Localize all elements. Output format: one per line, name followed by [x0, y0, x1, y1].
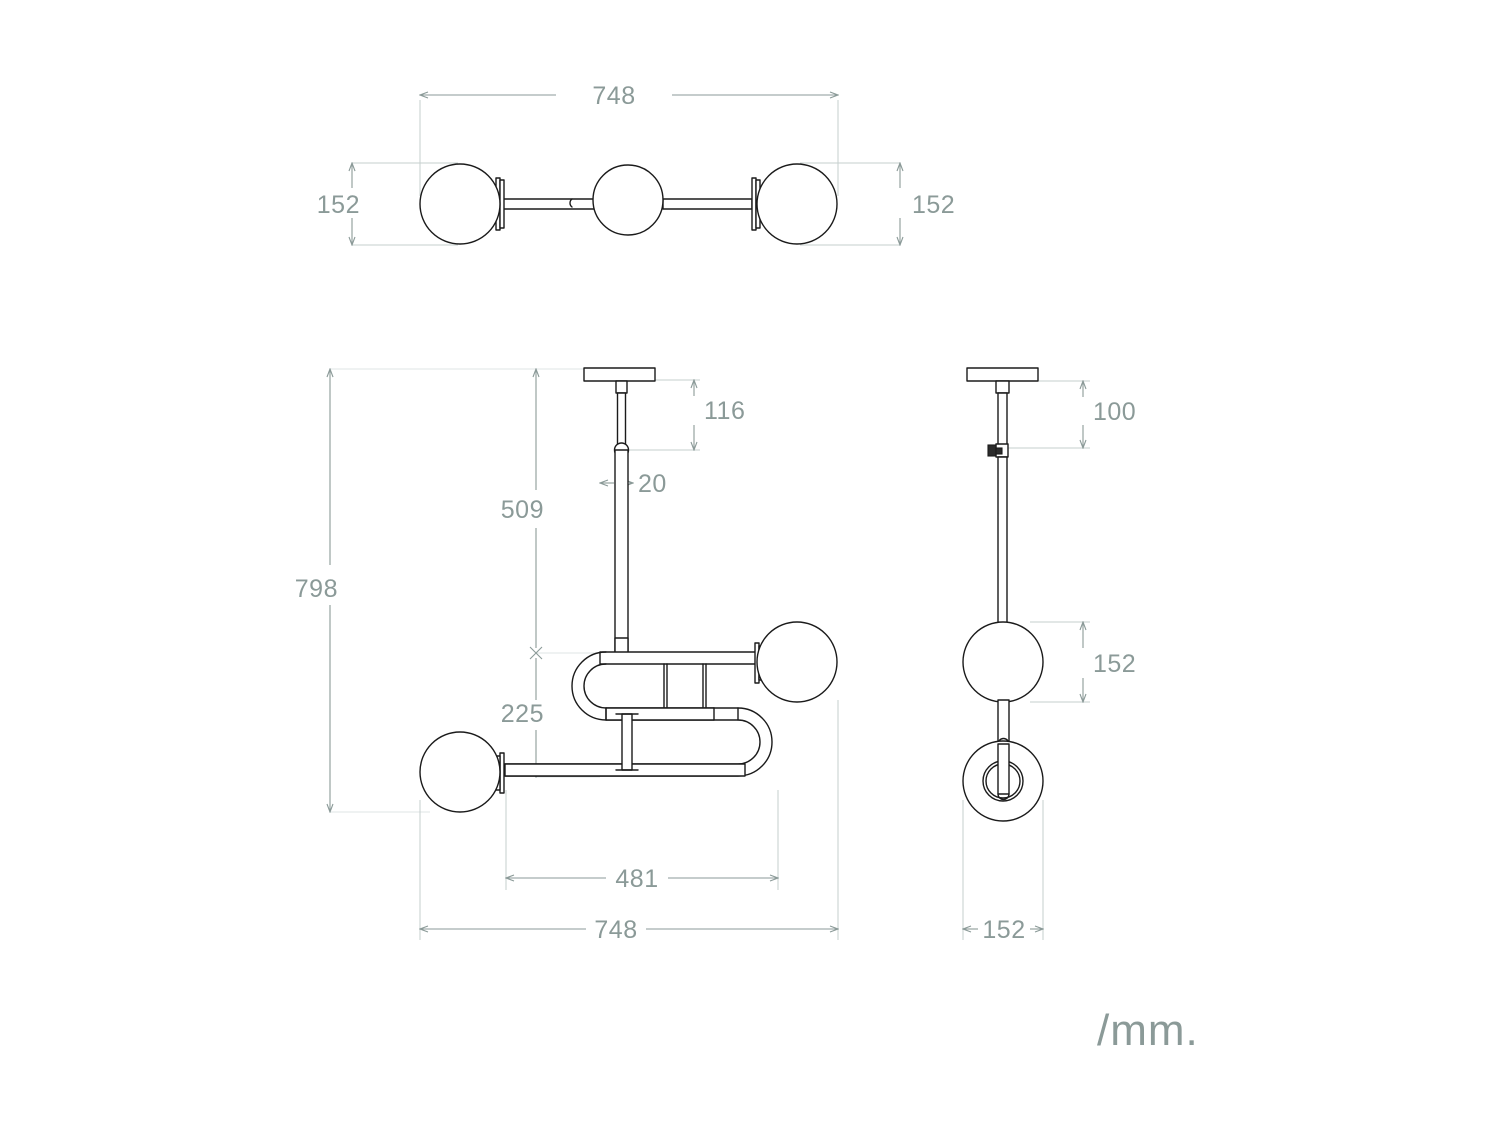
dim-label-side-152-globe: 152 — [1093, 650, 1136, 678]
top-right-globe — [756, 163, 838, 245]
front-right-globe — [756, 621, 838, 703]
dim-label-top-width: 748 — [592, 82, 635, 110]
top-center-globe — [592, 164, 664, 236]
top-left-globe — [419, 163, 501, 245]
dim-label-top-left-height: 152 — [317, 191, 360, 219]
top-left-arm-tube — [502, 198, 596, 210]
side-drop-tube — [997, 699, 1010, 745]
front-stem-collar — [615, 380, 628, 394]
dim-label-top-right-height: 152 — [912, 191, 955, 219]
dim-label-20: 20 — [638, 470, 667, 498]
side-elevation-view: 100 152 152 — [962, 367, 1136, 944]
dim-label-225: 225 — [501, 700, 544, 728]
front-stem-upper — [616, 392, 627, 452]
dim-label-509: 509 — [501, 496, 544, 524]
front-arm-bend-right-inner — [504, 719, 761, 765]
side-clamp-nut — [995, 447, 1003, 455]
side-clamp-screw — [987, 444, 997, 457]
dim-label-481: 481 — [615, 865, 658, 893]
front-ceiling-canopy — [583, 367, 656, 382]
dim-label-116: 116 — [704, 397, 745, 425]
dim-label-front-overall-height: 798 — [295, 575, 338, 603]
front-stem-lower — [614, 449, 629, 656]
front-elevation-view: 798 509 116 20 225 — [295, 367, 838, 944]
front-arm-upper-tube — [599, 651, 763, 665]
dim-label-100: 100 — [1093, 398, 1136, 426]
front-arm-bend-left-inner — [583, 663, 715, 709]
side-stem-lower — [997, 456, 1008, 624]
top-right-arm-tube — [662, 198, 753, 210]
front-arm-vertical-connector — [621, 713, 633, 771]
side-stem-collar — [995, 380, 1010, 394]
dim-label-side-152-depth: 152 — [982, 916, 1025, 944]
unit-label: /mm. — [1097, 1006, 1199, 1055]
side-stem-upper — [997, 392, 1008, 449]
front-arm-bend-left-outer — [571, 651, 715, 721]
dim-tick-509-bottom — [529, 646, 543, 660]
side-ceiling-canopy — [966, 367, 1039, 382]
top-center-arc-detail — [569, 198, 573, 208]
front-left-globe — [419, 731, 501, 813]
front-arm-bend-right-outer — [504, 707, 773, 777]
side-ring-tube-bottom-cap — [997, 793, 1010, 801]
side-globe — [962, 621, 1044, 703]
top-plan-view: 748 152 152 — [317, 82, 955, 245]
side-ring-through-tube — [997, 743, 1010, 795]
dim-label-front-748: 748 — [594, 916, 637, 944]
